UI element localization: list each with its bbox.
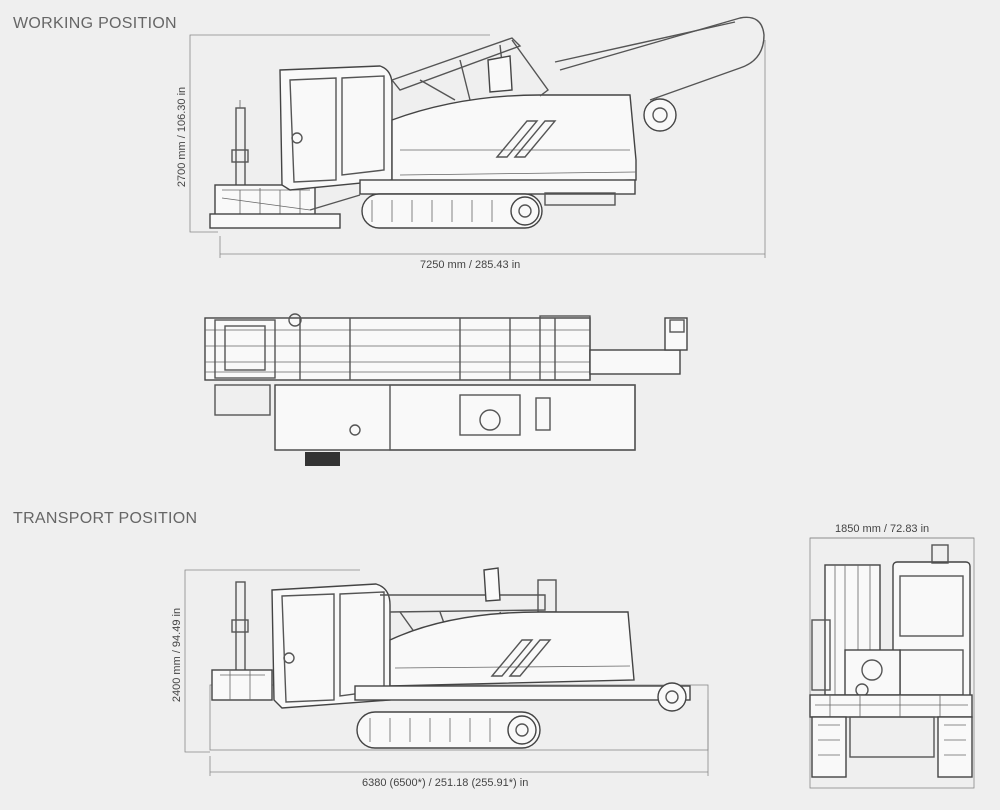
transport-width-label: 1850 mm / 72.83 in: [835, 523, 930, 535]
transport-rear-view: [809, 537, 975, 789]
working-position-title: WORKING POSITION: [13, 15, 177, 32]
working-side-view: [189, 16, 766, 258]
transport-height-label: 2400 mm / 94.49 in: [171, 607, 183, 703]
transport-side-view: [184, 567, 709, 776]
working-top-view: [204, 313, 688, 466]
transport-length-label: 6380 (6500*) / 251.18 (255.91*) in: [362, 777, 529, 789]
working-length-label: 7250 mm / 285.43 in: [420, 259, 521, 271]
transport-position-title: TRANSPORT POSITION: [13, 510, 198, 527]
working-height-label: 2700 mm / 106.30 in: [176, 86, 188, 188]
